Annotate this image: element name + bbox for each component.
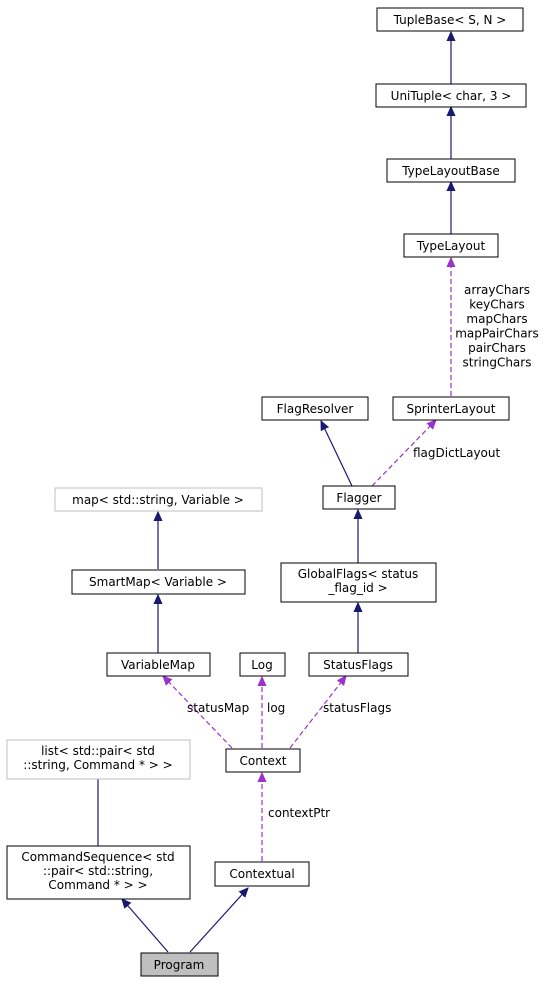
edges	[98, 32, 451, 953]
edge-label-log-context-line: log	[267, 701, 285, 715]
edge-label-typelayout-sprinter-line: mapChars	[466, 312, 527, 326]
edge-context-statusflags	[289, 676, 346, 749]
node-log-label-line: Log	[251, 658, 272, 672]
node-flagger[interactable]: Flagger	[322, 485, 396, 510]
nodes: TupleBase< S, N > UniTuple< char, 3 > Ty…	[6, 7, 527, 977]
node-flagger-label-line: Flagger	[336, 491, 381, 505]
edge-label-typelayout-sprinter-line: pairChars	[468, 341, 526, 355]
node-typelayout-label: TypeLayout	[416, 239, 486, 253]
edge-label-sprinter-flagger: flagDictLayout	[413, 446, 500, 460]
node-flagger-label: Flagger	[336, 491, 381, 505]
node-typelayoutbase-label: TypeLayoutBase	[401, 164, 500, 178]
node-statusflags[interactable]: StatusFlags	[308, 652, 409, 677]
edge-flagger-sprinterlayout	[371, 420, 436, 487]
node-list-label-line: ::string, Command * > >	[23, 758, 172, 772]
node-list-label-line: list< std::pair< std	[41, 744, 155, 758]
node-contextual-label: Contextual	[229, 867, 294, 881]
edge-program-contextual	[189, 888, 248, 953]
edge-label-statusflags-context-line: statusFlags	[323, 701, 391, 715]
edge-label-sprinter-flagger-line: flagDictLayout	[413, 446, 500, 460]
node-context[interactable]: Context	[225, 748, 301, 773]
node-list[interactable]: list< std::pair< std::string, Command * …	[6, 739, 191, 780]
edge-label-context-contextual-line: contextPtr	[268, 806, 330, 820]
edge-label-variablemap-context-line: statusMap	[187, 701, 249, 715]
node-commandsequence-label: CommandSequence< std::pair< std::string,…	[21, 850, 174, 892]
edge-program-commandsequence	[122, 899, 169, 953]
node-smartmap-label: SmartMap< Variable >	[89, 575, 227, 589]
node-program-label-line: Program	[154, 958, 205, 972]
node-commandsequence-label-line: CommandSequence< std	[21, 850, 174, 864]
node-tuplebase-label: TupleBase< S, N >	[393, 13, 507, 27]
node-typelayout[interactable]: TypeLayout	[403, 233, 499, 258]
node-program-label: Program	[154, 958, 205, 972]
node-globalflags-label: GlobalFlags< status_flag_id >	[298, 567, 418, 595]
node-context-label-line: Context	[239, 754, 286, 768]
node-globalflags-label-line: _flag_id >	[327, 581, 387, 595]
node-sprinterlayout-label-line: SprinterLayout	[407, 402, 496, 416]
node-unituple[interactable]: UniTuple< char, 3 >	[375, 83, 527, 108]
edge-label-typelayout-sprinter-line: stringChars	[463, 356, 532, 370]
node-globalflags-label-line: GlobalFlags< status	[298, 567, 418, 581]
edge-label-log-context: log	[267, 701, 285, 715]
node-flagresolver[interactable]: FlagResolver	[261, 396, 369, 421]
edge-label-typelayout-sprinter-line: mapPairChars	[455, 327, 539, 341]
edge-label-variablemap-context: statusMap	[187, 701, 249, 715]
node-statusflags-label-line: StatusFlags	[323, 658, 393, 672]
edge-label-typelayout-sprinter-line: keyChars	[469, 298, 525, 312]
node-sprinterlayout[interactable]: SprinterLayout	[392, 396, 510, 421]
node-map-label: map< std::string, Variable >	[72, 493, 244, 507]
node-tuplebase[interactable]: TupleBase< S, N >	[376, 7, 524, 32]
node-variablemap-label: VariableMap	[121, 658, 195, 672]
node-variablemap-label-line: VariableMap	[121, 658, 195, 672]
node-sprinterlayout-label: SprinterLayout	[407, 402, 496, 416]
node-unituple-label: UniTuple< char, 3 >	[391, 89, 512, 103]
node-program[interactable]: Program	[140, 952, 219, 977]
node-contextual[interactable]: Contextual	[214, 861, 310, 887]
node-flagresolver-label-line: FlagResolver	[277, 402, 354, 416]
edge-label-context-contextual: contextPtr	[268, 806, 330, 820]
node-smartmap[interactable]: SmartMap< Variable >	[71, 569, 246, 595]
node-globalflags[interactable]: GlobalFlags< status_flag_id >	[280, 562, 437, 603]
node-context-label: Context	[239, 754, 286, 768]
node-variablemap[interactable]: VariableMap	[106, 652, 211, 677]
node-tuplebase-label-line: TupleBase< S, N >	[393, 13, 507, 27]
node-typelayoutbase-label-line: TypeLayoutBase	[401, 164, 500, 178]
node-typelayout-label-line: TypeLayout	[416, 239, 486, 253]
node-commandsequence-label-line: ::pair< std::string,	[43, 864, 153, 878]
node-list-label: list< std::pair< std::string, Command * …	[23, 744, 172, 772]
node-flagresolver-label: FlagResolver	[277, 402, 354, 416]
edge-context-variablemap	[163, 676, 233, 749]
node-log-label: Log	[251, 658, 272, 672]
node-commandsequence-label-line: Command * > >	[48, 878, 147, 892]
edge-flagger-flagresolver	[320, 421, 353, 487]
node-contextual-label-line: Contextual	[229, 867, 294, 881]
edge-label-typelayout-sprinter-line: arrayChars	[464, 283, 530, 297]
node-commandsequence[interactable]: CommandSequence< std::pair< std::string,…	[6, 845, 191, 900]
node-map[interactable]: map< std::string, Variable >	[54, 487, 263, 512]
node-typelayoutbase[interactable]: TypeLayoutBase	[386, 158, 516, 183]
node-statusflags-label: StatusFlags	[323, 658, 393, 672]
node-smartmap-label-line: SmartMap< Variable >	[89, 575, 227, 589]
edge-label-statusflags-context: statusFlags	[323, 701, 391, 715]
node-log[interactable]: Log	[239, 652, 286, 677]
node-unituple-label-line: UniTuple< char, 3 >	[391, 89, 512, 103]
node-map-label-line: map< std::string, Variable >	[72, 493, 244, 507]
